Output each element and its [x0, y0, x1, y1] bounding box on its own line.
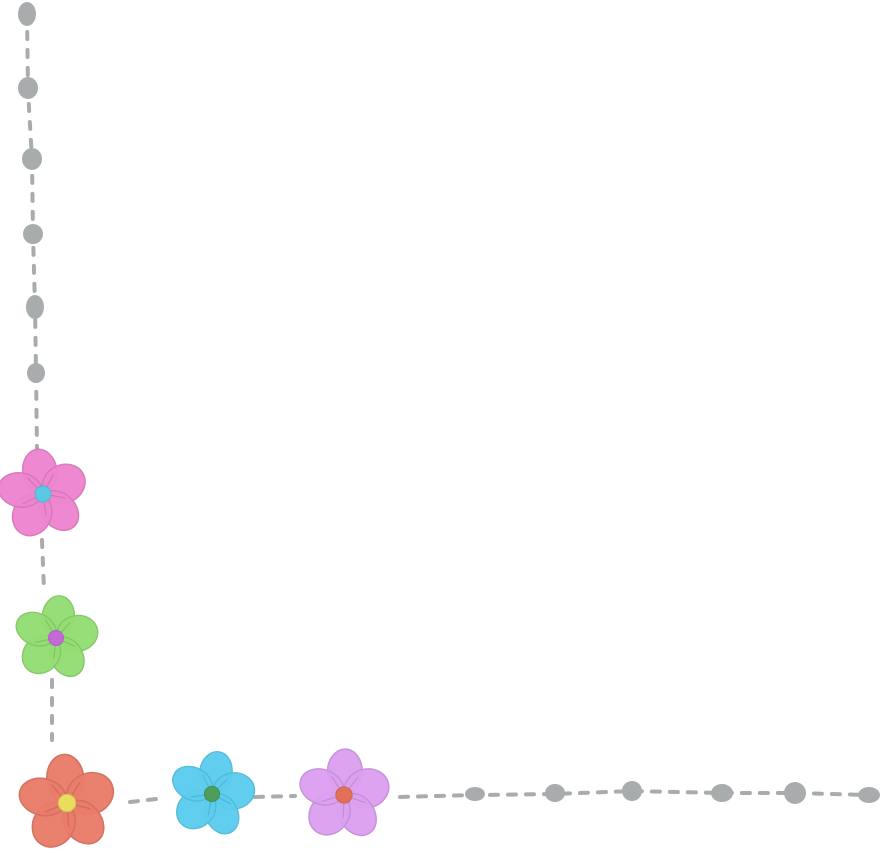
petal-vein: [216, 778, 228, 790]
petal-vein: [207, 800, 212, 816]
petal-vein: [53, 644, 56, 660]
line-dot: [545, 784, 565, 802]
petal-vein: [45, 619, 53, 633]
coral-flower: [18, 753, 115, 848]
flower-center: [34, 485, 52, 503]
petal-vein: [62, 640, 76, 647]
vertical-dotted-line: [18, 2, 54, 742]
petal-vein: [46, 473, 54, 488]
line-dot: [26, 295, 44, 319]
line-dot: [18, 77, 38, 99]
petal-vein: [74, 804, 91, 810]
flower-center: [335, 786, 353, 804]
line-dot: [622, 781, 642, 801]
petal-vein: [218, 796, 232, 805]
petal-vein: [44, 805, 60, 813]
petal-vein: [66, 810, 70, 828]
petal-vein: [190, 794, 206, 798]
violet-flower: [299, 748, 390, 837]
petal-vein: [321, 796, 337, 802]
line-dot: [465, 787, 485, 801]
petal-vein: [351, 797, 366, 804]
petal-vein: [202, 774, 210, 788]
line-dot: [27, 363, 45, 383]
line-dot: [18, 2, 36, 26]
petal-vein: [51, 784, 63, 798]
line-dot: [711, 784, 733, 802]
flower-center: [57, 793, 77, 813]
petal-vein: [50, 494, 66, 499]
horizontal-dotted-line: [128, 781, 880, 804]
petal-vein: [43, 501, 47, 517]
petal-vein: [60, 622, 71, 633]
petal-vein: [35, 638, 50, 643]
green-flower: [15, 595, 99, 678]
pink-flower: [0, 448, 86, 537]
flower-center: [48, 630, 64, 646]
petal-vein: [27, 477, 39, 489]
flower-center: [203, 785, 221, 803]
petal-vein: [22, 496, 37, 505]
line-dot: [22, 148, 42, 170]
line-dot: [858, 787, 880, 803]
petal-vein: [330, 775, 341, 789]
petal-vein: [348, 776, 359, 790]
line-dot: [784, 782, 806, 804]
petal-vein: [70, 782, 81, 797]
blue-flower: [172, 750, 256, 835]
line-dot: [23, 224, 43, 244]
